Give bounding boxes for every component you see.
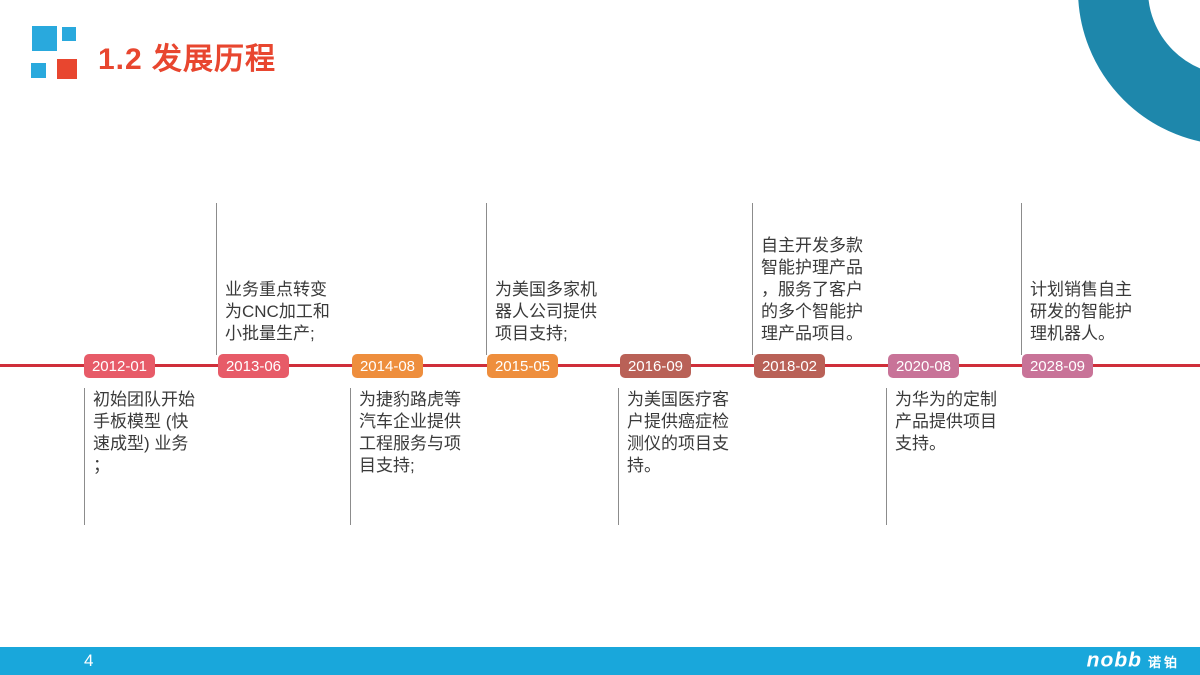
timeline-date-badge: 2013-06 <box>218 354 289 378</box>
milestone-connector-line <box>1021 203 1022 355</box>
milestone-description: 计划销售自主 研发的智能护 理机器人。 <box>1030 280 1132 343</box>
timeline-date-badge: 2020-08 <box>888 354 959 378</box>
milestone-connector-line <box>486 203 487 355</box>
milestone-description: 初始团队开始 手板模型 (快 速成型) 业务 ； <box>93 390 195 475</box>
timeline-axis <box>0 364 1200 367</box>
timeline-date-badge: 2028-09 <box>1022 354 1093 378</box>
milestone-description: 为美国医疗客 户提供癌症检 测仪的项目支 持。 <box>627 390 729 475</box>
nobb-logo: nobb 诺铂 <box>1087 647 1180 675</box>
logo-square-blue-mini-icon <box>31 63 46 78</box>
footer-bar: 4 nobb 诺铂 <box>0 647 1200 675</box>
milestone-description: 为华为的定制 产品提供项目 支持。 <box>895 390 997 453</box>
milestone-connector-line <box>350 388 351 525</box>
logo-squares-icon <box>0 0 90 90</box>
milestone-description: 为美国多家机 器人公司提供 项目支持; <box>495 280 597 343</box>
logo-square-blue-small-icon <box>62 27 76 41</box>
timeline-date-badge: 2012-01 <box>84 354 155 378</box>
milestone-description: 自主开发多款 智能护理产品 ，服务了客户 的多个智能护 理产品项目。 <box>761 236 863 343</box>
timeline-date-badge: 2016-09 <box>620 354 691 378</box>
milestone-connector-line <box>618 388 619 525</box>
milestone-description: 业务重点转变 为CNC加工和 小批量生产; <box>225 280 330 343</box>
timeline-date-badge: 2014-08 <box>352 354 423 378</box>
corner-arc-decoration-icon <box>1078 0 1200 142</box>
timeline-date-badge: 2015-05 <box>487 354 558 378</box>
milestone-connector-line <box>752 203 753 355</box>
milestone-connector-line <box>886 388 887 525</box>
timeline-date-badge: 2018-02 <box>754 354 825 378</box>
nobb-logo-wordmark: nobb <box>1086 649 1142 672</box>
page-number: 4 <box>84 651 94 670</box>
milestone-connector-line <box>216 203 217 355</box>
milestone-description: 为捷豹路虎等 汽车企业提供 工程服务与项 目支持; <box>359 390 461 475</box>
page-title: 1.2 发展历程 <box>98 43 277 76</box>
milestone-connector-line <box>84 388 85 525</box>
logo-square-red-icon <box>57 59 77 79</box>
logo-square-blue-large-icon <box>32 26 57 51</box>
nobb-logo-cjk: 诺铂 <box>1147 654 1180 670</box>
